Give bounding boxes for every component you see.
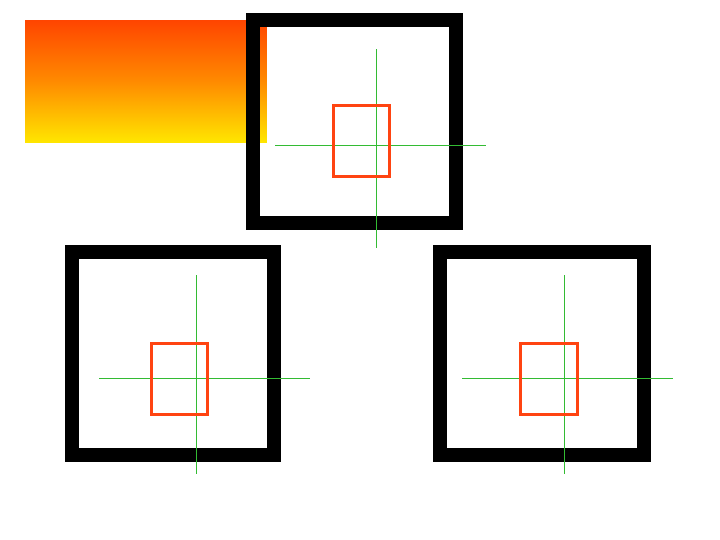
gradient-banner [25, 20, 267, 143]
crosshair-vertical-line [196, 275, 197, 474]
crosshair-vertical-line [564, 275, 565, 474]
square-frame [65, 245, 281, 462]
square-frame [433, 245, 651, 462]
inner-rectangle [332, 104, 391, 178]
inner-rectangle [519, 342, 579, 416]
crosshair-horizontal-line [275, 145, 486, 146]
crosshair-horizontal-line [99, 378, 310, 379]
inner-rectangle [150, 342, 209, 416]
square-frame [246, 13, 463, 230]
crosshair-vertical-line [376, 49, 377, 248]
crosshair-horizontal-line [462, 378, 673, 379]
